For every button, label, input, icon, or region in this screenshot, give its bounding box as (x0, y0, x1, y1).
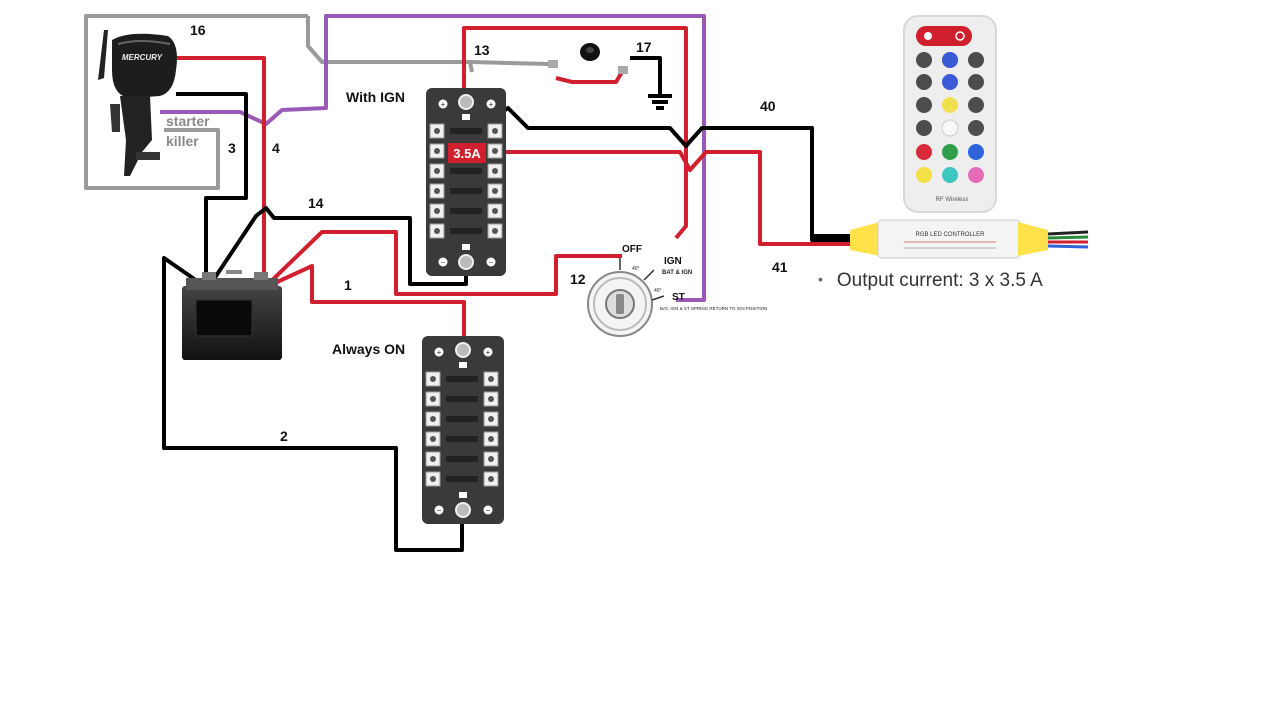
always-on-label: Always ON (332, 341, 405, 357)
wire-13-label: 13 (474, 42, 490, 58)
wire-2-label: 2 (280, 428, 288, 444)
with-ign-label: With IGN (346, 89, 405, 105)
starter-button-icon (548, 43, 628, 74)
svg-text:+: + (437, 348, 442, 357)
svg-text:+: + (486, 348, 491, 357)
wire-40-label: 40 (760, 98, 776, 114)
switch-ign-label: IGN (664, 256, 682, 267)
wire-3-label: 3 (228, 140, 236, 156)
wire-4-label: 4 (272, 140, 280, 156)
wire-17-label: 17 (636, 39, 652, 55)
note-text: Output current: 3 x 3.5 A (836, 270, 1043, 291)
controller-label: RGB LED CONTROLLER (915, 232, 985, 238)
output-current-note: • Output current: 3 x 3.5 A (818, 270, 1043, 292)
rf-remote-icon: RF Wireless (903, 15, 997, 213)
switch-st-label: ST (672, 292, 685, 303)
remote-brand-label: RF Wireless (936, 197, 969, 203)
starter-label: starter (166, 113, 210, 129)
switch-bat-ign-label: BAT & IGN (662, 270, 692, 276)
purple-wires (160, 14, 706, 302)
wire-14-label: 14 (308, 195, 324, 211)
killer-label: killer (166, 133, 199, 149)
black-wires (162, 56, 850, 552)
svg-text:+: + (441, 100, 446, 109)
fuse-block-always-on: + + − − (422, 336, 504, 524)
switch-note-label: BAT, IGN & ST SPRING RETURN TO IGN POSIT… (660, 306, 767, 311)
wire-1-label: 1 (344, 277, 352, 293)
battery-icon (182, 270, 282, 360)
red-wires (176, 26, 812, 348)
led-controller-icon: RGB LED CONTROLLER (812, 219, 1089, 259)
outboard-motor-icon: MERCURY (98, 30, 177, 176)
svg-text:−: − (441, 258, 446, 267)
ignition-switch-icon: OFF IGN ST BAT & IGN 40° 40° BAT, IGN & … (587, 244, 767, 337)
grey-wires (84, 14, 549, 190)
angle-label-b: 40° (654, 288, 662, 294)
note-bullet: • (818, 271, 823, 287)
wire-16-label: 16 (190, 22, 206, 38)
svg-text:−: − (486, 506, 491, 515)
svg-text:−: − (489, 258, 494, 267)
svg-text:+: + (489, 100, 494, 109)
wire-12-label: 12 (570, 271, 586, 287)
angle-label-a: 40° (632, 266, 640, 272)
svg-text:−: − (437, 506, 442, 515)
fuse-block-with-ign: + + − − 3.5A (426, 88, 506, 276)
wire-41-label: 41 (772, 259, 788, 275)
outboard-brand: MERCURY (122, 53, 163, 62)
switch-off-label: OFF (622, 244, 642, 255)
fuse-rating-label: 3.5A (453, 146, 481, 161)
